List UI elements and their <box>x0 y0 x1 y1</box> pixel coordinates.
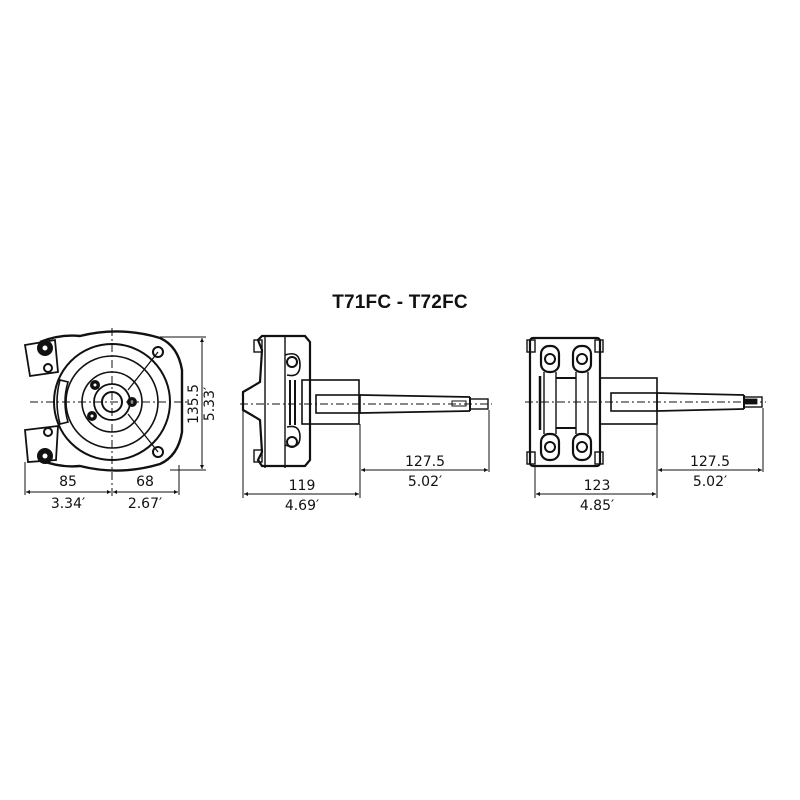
dim-t72fc-body-mm: 123 <box>584 478 611 494</box>
dim-t71fc-shaft-mm: 127.5 <box>405 454 445 470</box>
dim-front-height-mm: 135.5 <box>186 384 202 424</box>
dim-front-right-in: 2.67′ <box>128 496 162 512</box>
front-view <box>23 328 206 496</box>
dim-front-left-in: 3.34′ <box>51 496 85 512</box>
dim-t71fc-body-in: 4.69′ <box>285 498 319 514</box>
dim-t72fc-body-in: 4.85′ <box>580 498 614 514</box>
side-view-t71fc <box>240 334 492 498</box>
dim-front-height-in: 5.33′ <box>202 387 218 421</box>
diagram-title: T71FC - T72FC <box>332 292 468 313</box>
dim-front-right-mm: 68 <box>136 474 154 490</box>
dim-t71fc-body-mm: 119 <box>289 478 316 494</box>
dim-front-left-mm: 85 <box>59 474 77 490</box>
dim-t72fc-shaft-mm: 127.5 <box>690 454 730 470</box>
dim-t72fc-shaft-in: 5.02′ <box>693 474 727 490</box>
dim-t71fc-shaft-in: 5.02′ <box>408 474 442 490</box>
side-view-t72fc <box>525 336 766 498</box>
